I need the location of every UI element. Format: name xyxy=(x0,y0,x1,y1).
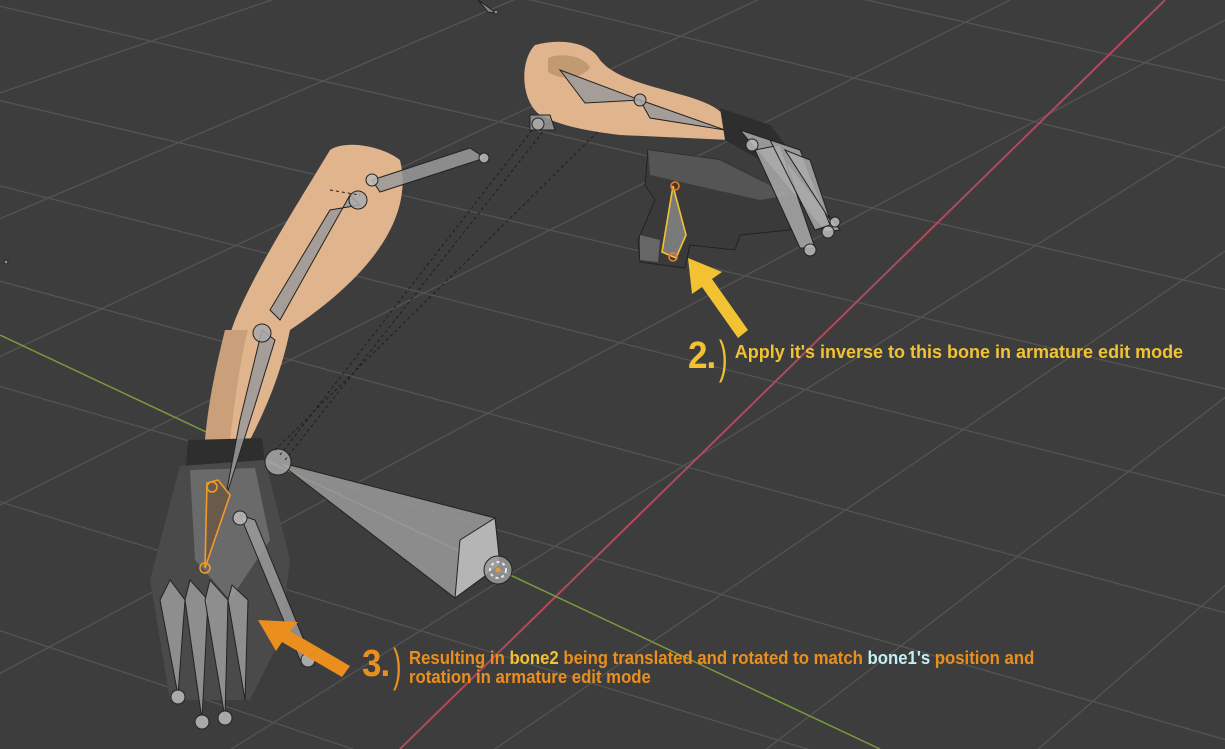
step2-text: Apply it's inverse to this bone in armat… xyxy=(734,342,1184,362)
step3-number: 3. xyxy=(362,643,390,685)
bone2-label: bone2 xyxy=(509,648,559,668)
step3-text: Resulting in bone2 being translated and … xyxy=(409,649,1079,687)
relationship-lines xyxy=(274,99,631,461)
bone1-label: bone1's xyxy=(867,648,930,668)
step3-text-prefix: Resulting in xyxy=(408,648,510,668)
right-arm-bones[interactable] xyxy=(529,68,726,131)
step3-text-suffix: position and rotation in armature edit m… xyxy=(408,648,1035,687)
step3-text-middle: being translated and rotated to match xyxy=(558,648,868,668)
arrow-step3 xyxy=(258,620,350,677)
step3-paren: ) xyxy=(392,639,402,691)
annotation-step3: 3. ) Resulting in bone2 being translated… xyxy=(362,639,1129,691)
bone2-active[interactable] xyxy=(661,181,687,262)
arrow-step2 xyxy=(688,258,748,338)
right-hand-bones[interactable] xyxy=(738,128,841,257)
x-axis-line xyxy=(399,0,1166,749)
step2-number: 2. xyxy=(688,335,716,377)
stray-bone xyxy=(3,0,499,265)
bone1-selected[interactable] xyxy=(199,479,231,574)
annotation-step2: 2. ) Apply it's inverse to this bone in … xyxy=(688,331,1185,383)
step2-paren: ) xyxy=(718,331,728,383)
